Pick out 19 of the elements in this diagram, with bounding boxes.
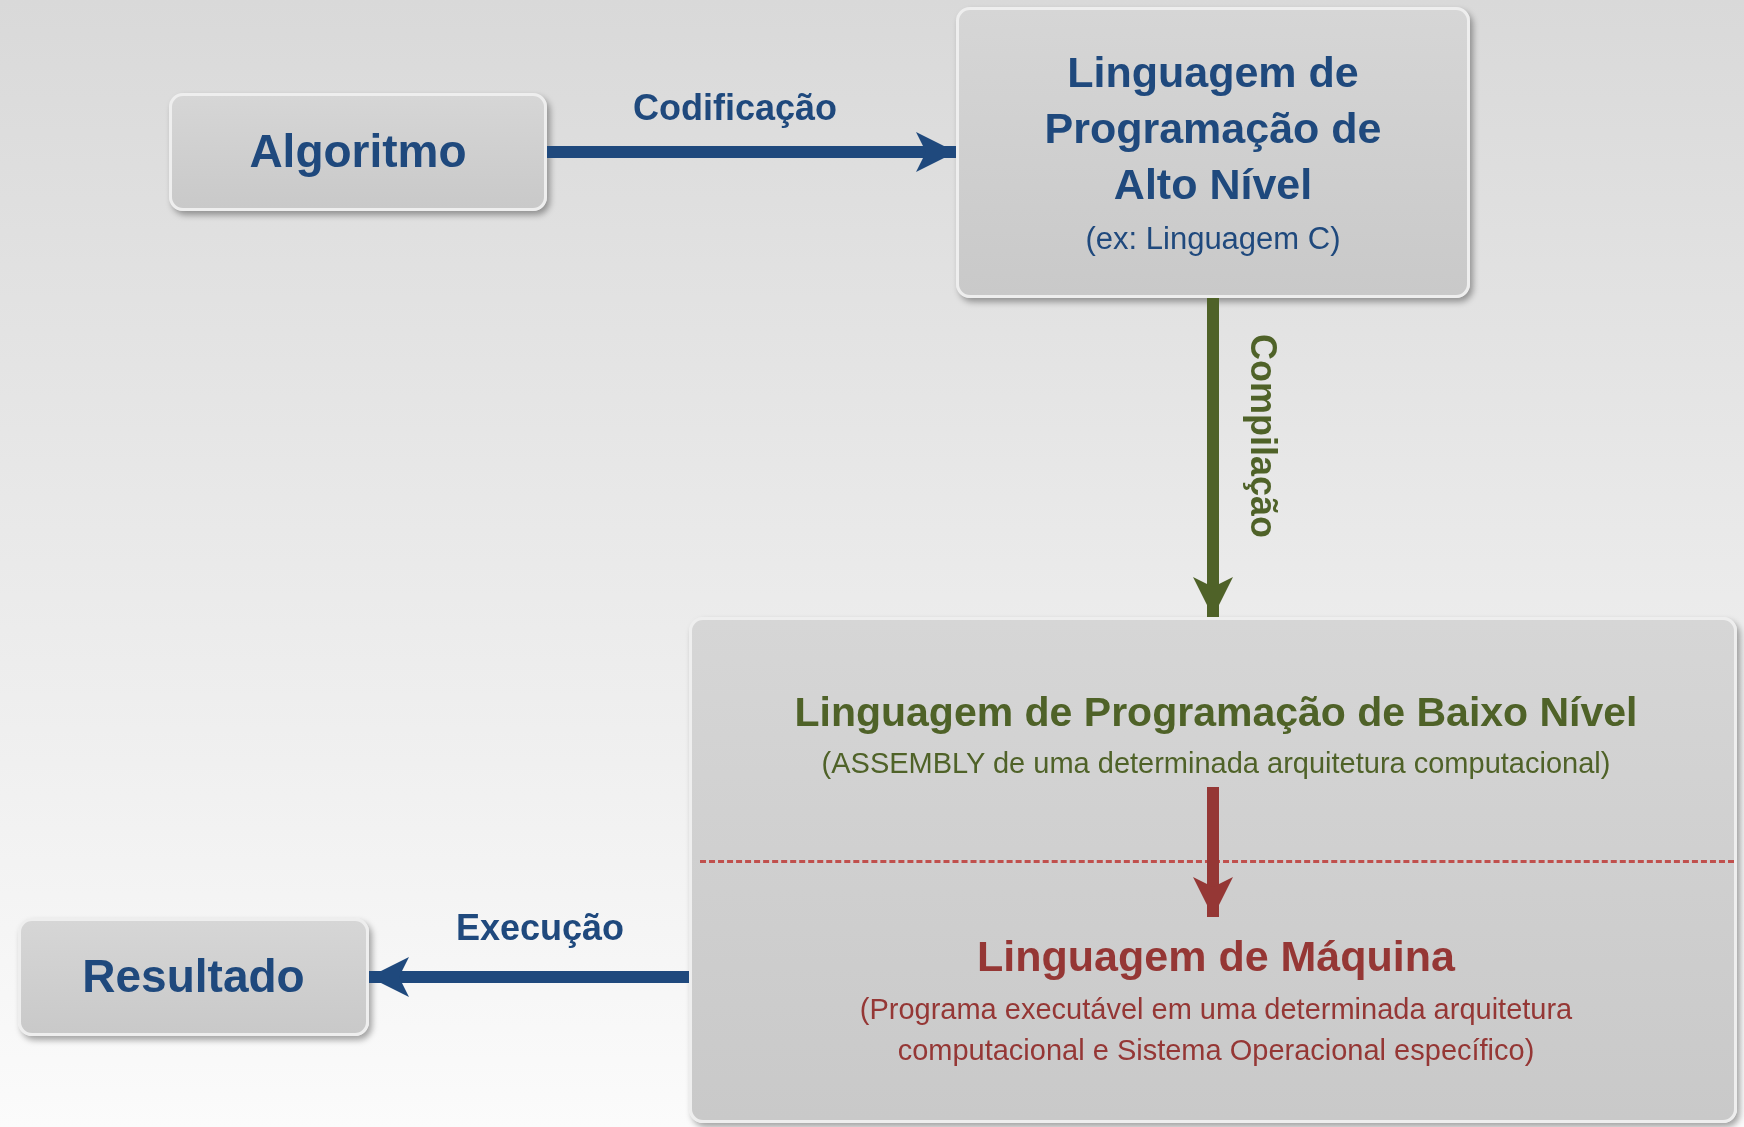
- process-box: [169, 93, 547, 211]
- node-title: Algoritmo: [249, 124, 467, 180]
- edge-label: Codificação: [633, 87, 837, 129]
- node-title: Linguagem de Programação de Alto Nível: [1043, 46, 1383, 210]
- process-box: [956, 7, 1470, 298]
- arrow: [1193, 787, 1233, 917]
- node-title: Linguagem de Máquina: [977, 931, 1455, 983]
- process-box: [18, 918, 369, 1036]
- group-box: [689, 617, 1737, 1123]
- edge-label: Execução: [455, 907, 625, 949]
- node-subtitle: (Programa executável em uma determinada arquitetura computacional e Sistema Operacional específico): [858, 992, 1574, 1068]
- node-subtitle: (ex: Linguagem C): [1085, 219, 1341, 258]
- edge-label: Compilação: [1242, 334, 1284, 538]
- node-title: Linguagem de Programação de Baixo Nível: [794, 688, 1638, 738]
- node-title: Resultado: [82, 949, 305, 1005]
- arrow: [1193, 298, 1233, 617]
- arrow: [547, 132, 956, 172]
- node-subtitle: (ASSEMBLY de uma determinada arquitetura computacional): [821, 746, 1611, 782]
- arrow: [369, 957, 689, 997]
